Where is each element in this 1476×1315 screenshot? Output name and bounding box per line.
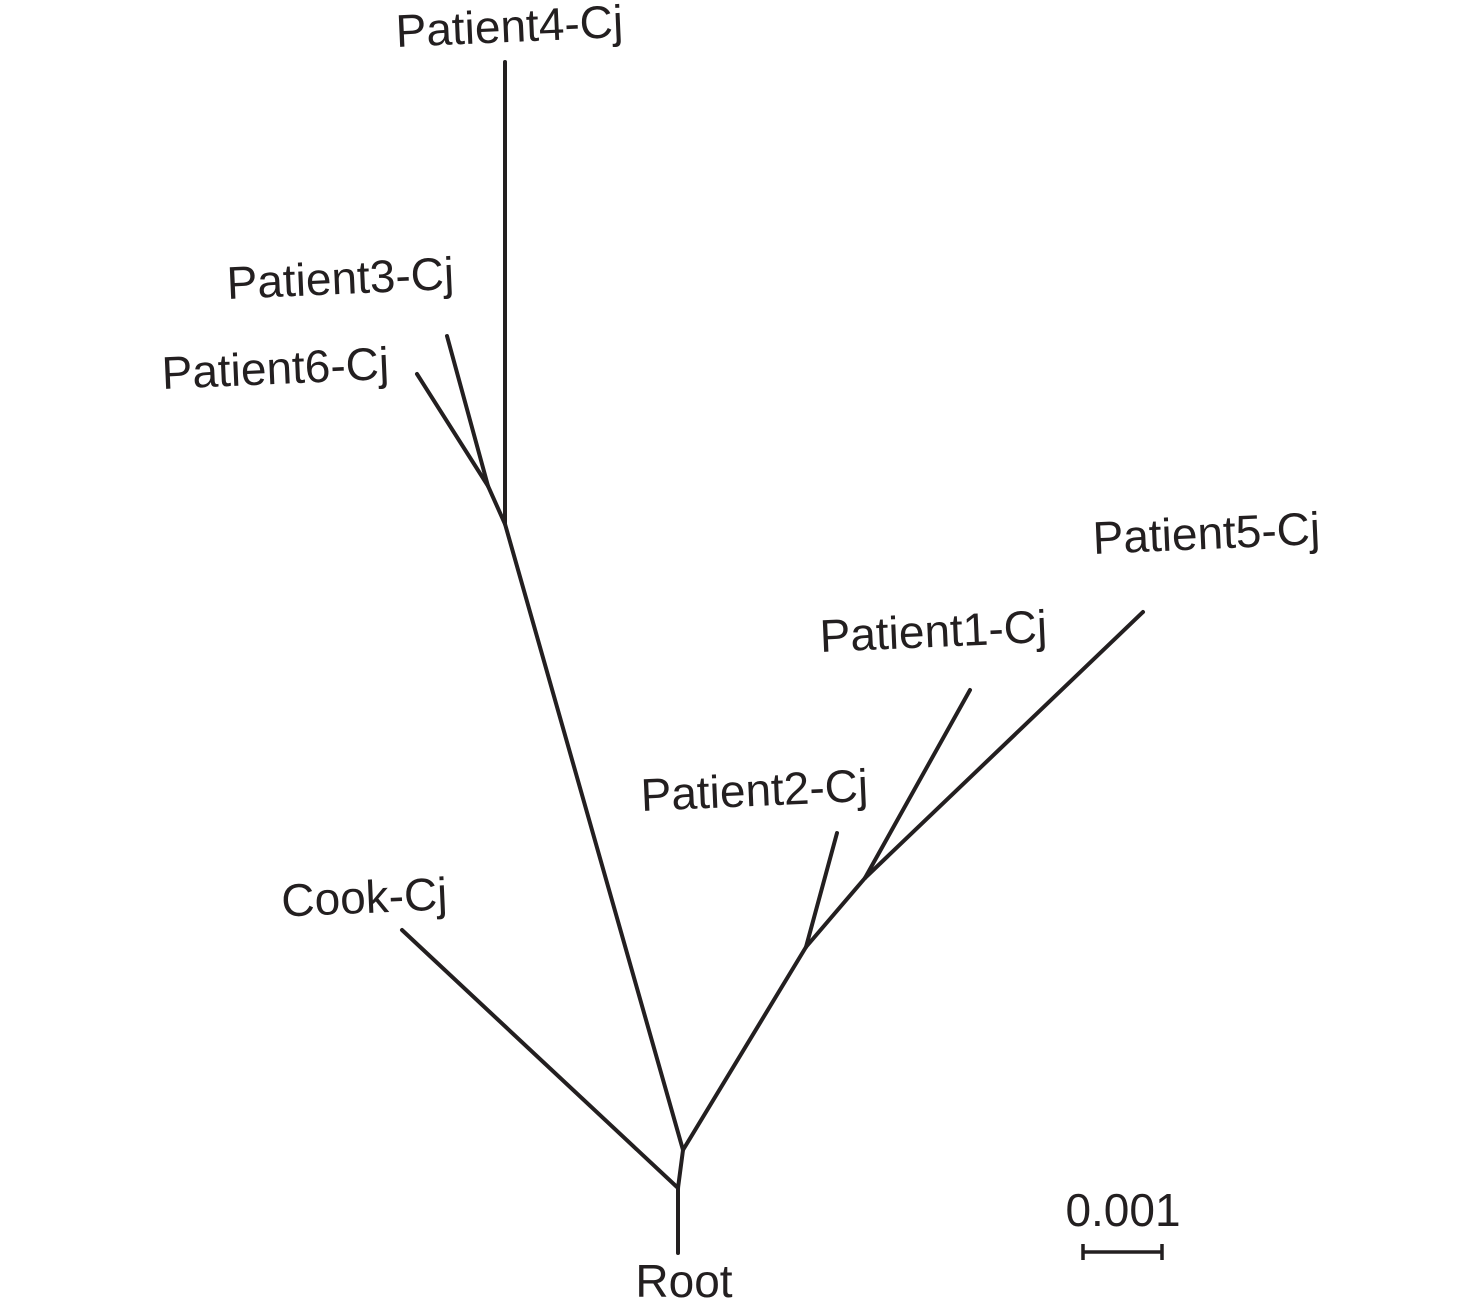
taxon-label-patient1: Patient1-Cj <box>818 600 1048 662</box>
taxon-label-patient4: Patient4-Cj <box>394 0 624 57</box>
branch-patient1 <box>863 688 972 880</box>
branch-patient3 <box>445 334 490 488</box>
scale-bar: 0.001 <box>1065 1184 1181 1260</box>
branch-patient6 <box>415 372 490 488</box>
taxon-label-patient2: Patient2-Cj <box>639 759 869 821</box>
taxon-labels: Patient4-Cj Patient3-Cj Patient6-Cj Pati… <box>160 0 1321 1307</box>
tree-branches <box>400 60 1145 1255</box>
branch-trunk-right-clade <box>681 945 808 1152</box>
root-label: Root <box>635 1255 732 1307</box>
taxon-label-cook: Cook-Cj <box>280 867 448 926</box>
taxon-label-patient5: Patient5-Cj <box>1091 502 1321 564</box>
branch-patient2 <box>804 831 839 949</box>
scale-bar-value: 0.001 <box>1065 1184 1180 1236</box>
branch-basal-internal <box>676 1148 685 1190</box>
branch-internal-36-to-4node <box>486 484 507 526</box>
taxon-label-patient6: Patient6-Cj <box>160 337 390 399</box>
branch-patient5 <box>863 610 1145 880</box>
branch-internal-15-to-2node <box>804 876 867 949</box>
taxon-label-patient3: Patient3-Cj <box>225 247 455 309</box>
branch-trunk-left-clade <box>503 522 685 1152</box>
branch-cook <box>400 928 680 1190</box>
